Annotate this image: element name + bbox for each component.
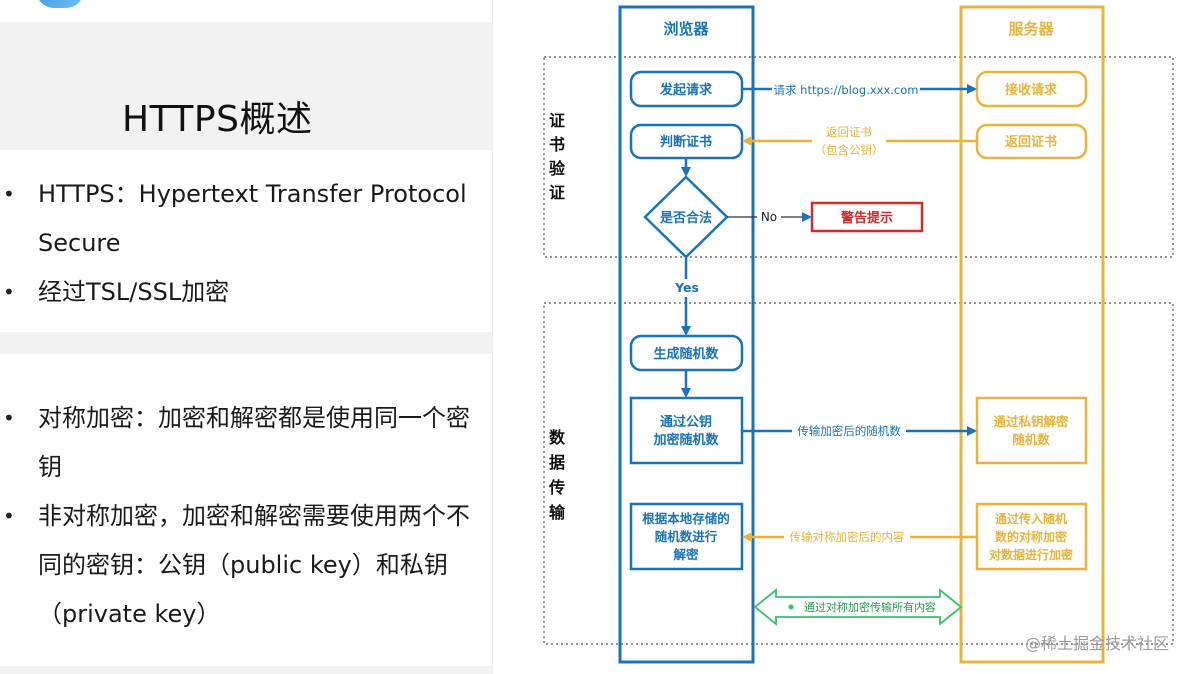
svg-text:证: 证 (549, 111, 565, 130)
edge-send-content-label: 传输对称加密后的内容 (790, 530, 905, 544)
server-lane (959, 5, 1105, 664)
browser-lane (618, 5, 755, 664)
node-decrypt-random (975, 396, 1088, 465)
node-receive-request-label: 接收请求 (1005, 82, 1058, 98)
data-section-label: 数 据 传 输 (548, 428, 566, 522)
bullet-https-definition: HTTPS：Hypertext Transfer Protocol Secure (0, 170, 492, 268)
slide-left-panel: HTTPS概述 HTTPS：Hypertext Transfer Protoco… (0, 0, 492, 674)
edge-return-cert-label1: 返回证书 (826, 125, 872, 139)
node-return-cert-label: 返回证书 (1005, 134, 1057, 150)
svg-text:验: 验 (549, 159, 566, 178)
header-banner (0, 0, 492, 22)
bullet-asymmetric: 非对称加密，加密和解密需要使用两个不同的密钥：公钥（public key）和私钥… (0, 492, 492, 639)
bullet-card-https: HTTPS：Hypertext Transfer Protocol Secure… (0, 150, 492, 332)
slide-title: HTTPS概述 (122, 99, 313, 140)
edge-yes-label: Yes (674, 280, 699, 295)
node-warning-label: 警告提示 (841, 210, 893, 226)
node-check-cert-label: 判断证书 (660, 134, 712, 150)
edge-send-random-label: 传输加密后的随机数 (797, 424, 901, 438)
edge-return-cert-label2: （包含公钥） (815, 143, 884, 157)
node-decrypt-random-line2: 随机数 (1012, 432, 1050, 447)
node-encrypt-data (975, 502, 1088, 571)
bullet-tls-ssl: 经过TSL/SSL加密 (0, 268, 492, 317)
panel-divider (492, 0, 493, 674)
symmetric-label: 通过对称加密传输所有内容 (804, 600, 936, 614)
node-encrypt-random-line1: 通过公钥 (660, 414, 712, 430)
node-decrypt-line1: 根据本地存储的 (642, 511, 730, 526)
node-encrypt-data-line3: 对数据进行加密 (989, 547, 1073, 562)
svg-text:传: 传 (548, 478, 565, 497)
node-decrypt-random-line1: 通过私钥解密 (993, 414, 1069, 429)
cert-section-label: 证 书 验 证 (549, 111, 566, 202)
server-lane-title: 服务器 (1008, 20, 1054, 38)
node-encrypt-random (629, 396, 744, 465)
svg-text:数: 数 (549, 428, 566, 447)
symmetric-double-arrow (753, 588, 963, 626)
svg-text:证: 证 (549, 183, 565, 202)
node-warning (810, 201, 924, 233)
node-decision-label: 是否合法 (659, 210, 712, 226)
bullet-symmetric: 对称加密：加密和解密都是使用同一个密钥 (0, 394, 492, 492)
edge-no-label: No (761, 210, 777, 224)
node-receive-request (975, 70, 1088, 108)
watermark: @稀土掘金技术社区 (1024, 634, 1169, 653)
node-encrypt-data-line2: 数的对称加密 (995, 529, 1067, 544)
node-encrypt-random-line2: 加密随机数 (652, 432, 719, 448)
svg-text:据: 据 (549, 453, 565, 472)
svg-text:书: 书 (549, 135, 565, 154)
node-decrypt-line2: 随机数进行 (655, 529, 718, 544)
node-generate-random-label: 生成随机数 (653, 346, 719, 362)
browser-lane-title: 浏览器 (663, 20, 709, 38)
node-encrypt-data-line1: 通过传入随机 (995, 511, 1067, 526)
symmetric-dot-icon (788, 604, 794, 610)
edge-request-label: 请求 https://blog.xxx.com (774, 83, 919, 97)
logo (36, 0, 84, 8)
node-send-request-label: 发起请求 (659, 82, 713, 98)
node-decrypt-line3: 解密 (673, 547, 699, 562)
bullet-card-encryption: 对称加密：加密和解密都是使用同一个密钥 非对称加密，加密和解密需要使用两个不同的… (0, 354, 492, 666)
svg-text:输: 输 (549, 503, 566, 522)
